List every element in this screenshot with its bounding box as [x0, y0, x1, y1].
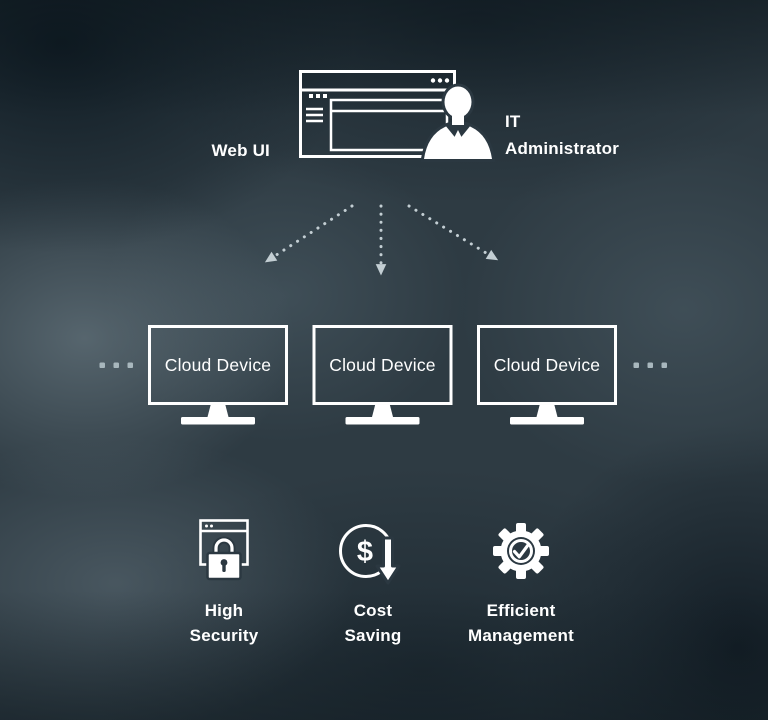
it-administrator-line2: Administrator: [505, 139, 620, 158]
it-administrator-label: IT Administrator: [505, 108, 619, 162]
feature-efficient-management-line2: Management: [468, 626, 574, 645]
cloud-device-label-1: Cloud Device: [164, 354, 272, 375]
feature-cost-saving-line1: Cost: [353, 601, 393, 620]
gear-check-icon: [493, 523, 549, 579]
cloud-device-label-3: Cloud Device: [493, 354, 601, 375]
feature-efficient-management-line1: Efficient: [486, 601, 556, 620]
ellipsis-dots-right: [633, 362, 667, 368]
feature-high-security-line2: Security: [189, 626, 259, 645]
feature-label-cost-saving: Cost Saving: [293, 598, 453, 648]
cloud-device-monitor-2: [312, 325, 453, 425]
cloud-device-label-2: Cloud Device: [329, 354, 436, 375]
feature-label-efficient-management: Efficient Management: [441, 598, 601, 648]
arrow-right: [407, 204, 499, 261]
feature-label-high-security: High Security: [144, 598, 304, 648]
it-administrator-icon: [420, 83, 496, 162]
ellipsis-dots-left: [99, 362, 133, 368]
dollar-down-arrow-icon: $: [339, 524, 401, 585]
dotted-arrows: [264, 204, 499, 276]
feature-high-security-line1: High: [204, 601, 244, 620]
cloud-device-monitor-1: [148, 325, 288, 425]
cloud-device-monitor-3: [477, 325, 617, 425]
web-ui-label: Web UI: [211, 141, 270, 160]
browser-window-dots: [309, 78, 450, 98]
browser-lock-icon: [199, 519, 249, 581]
it-administrator-line1: IT: [505, 112, 521, 131]
tie-shape: [453, 130, 463, 159]
feature-cost-saving-line2: Saving: [344, 626, 402, 645]
arrow-left: [264, 204, 354, 263]
dollar-symbol: $: [357, 536, 373, 568]
browser-menu-lines: [306, 107, 323, 123]
check-mark: [512, 543, 530, 559]
